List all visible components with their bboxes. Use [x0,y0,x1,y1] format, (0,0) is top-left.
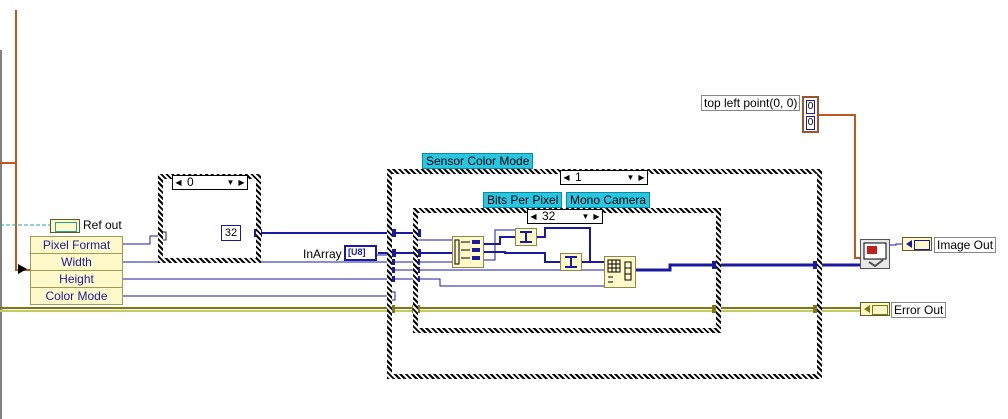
array-to-image-subvi[interactable] [860,239,890,269]
cluster-y-constant[interactable]: 0 [806,116,815,130]
case-selector-value: 32 [542,209,556,223]
image-out-terminal[interactable] [902,237,932,251]
join-numbers-icon [565,256,577,268]
bits-per-pixel-label: Bits Per Pixel [483,192,563,208]
case-selector-value: 1 [575,170,582,184]
increment-arrow-icon[interactable]: ▶ [238,178,245,187]
sensor-color-mode-label: Sensor Color Mode [422,153,534,169]
image-refnum-icon [914,240,930,250]
bundle-field-width[interactable]: Width [31,253,122,270]
case-selector-bits-per-pixel[interactable]: ◀ 32 ▼ ▶ [527,209,603,224]
case-selector-small[interactable]: ◀ 0 ▼ ▶ [172,175,248,190]
ref-out-terminal[interactable] [50,219,80,233]
decimate-array-node[interactable] [452,236,484,268]
decrement-arrow-icon[interactable]: ◀ [175,178,182,187]
increment-arrow-icon[interactable]: ▶ [593,212,600,221]
u8-type-label: [U8] [348,247,366,257]
decrement-arrow-icon[interactable]: ◀ [530,212,537,221]
ref-out-label: Ref out [83,218,122,232]
reshape-array-node[interactable] [604,256,636,288]
dropdown-arrow-icon[interactable]: ▼ [626,173,635,182]
case-selector-value: 0 [187,175,194,189]
unbundle-by-name-node[interactable]: Pixel Format Width Height Color Mode [30,236,123,305]
in-array-terminal[interactable]: [U8] [344,245,377,261]
in-array-label: InArray [303,247,342,261]
refnum-icon [55,222,77,232]
error-cluster-icon [872,305,888,315]
join-numbers-node-1[interactable] [515,228,537,246]
error-out-terminal[interactable] [860,302,890,316]
arrow-icon [18,264,27,274]
join-numbers-icon [520,231,532,243]
cluster-x-constant[interactable]: 0 [806,100,815,114]
decimate-array-icon [454,239,480,265]
top-left-point-cluster-constant[interactable]: 0 0 [802,96,819,133]
bundle-field-color-mode[interactable]: Color Mode [31,287,122,304]
image-vi-icon [863,242,887,268]
image-out-label: Image Out [934,237,997,253]
indicator-arrow-icon [864,305,870,313]
bundle-field-pixel-format[interactable]: Pixel Format [42,238,111,252]
top-left-point-label: top left point(0, 0) [701,95,801,111]
join-numbers-node-2[interactable] [560,253,582,271]
mono-camera-label: Mono Camera [566,192,651,208]
decrement-arrow-icon[interactable]: ◀ [563,173,570,182]
indicator-arrow-icon [906,240,912,248]
dropdown-arrow-icon[interactable]: ▼ [581,212,590,221]
case-selector-sensor-color-mode[interactable]: ◀ 1 ▼ ▶ [560,170,648,185]
dropdown-arrow-icon[interactable]: ▼ [226,178,235,187]
constant-32[interactable]: 32 [221,225,241,241]
error-out-label: Error Out [891,302,947,318]
bundle-field-height[interactable]: Height [31,270,122,287]
reshape-array-icon [607,259,632,283]
increment-arrow-icon[interactable]: ▶ [638,173,645,182]
